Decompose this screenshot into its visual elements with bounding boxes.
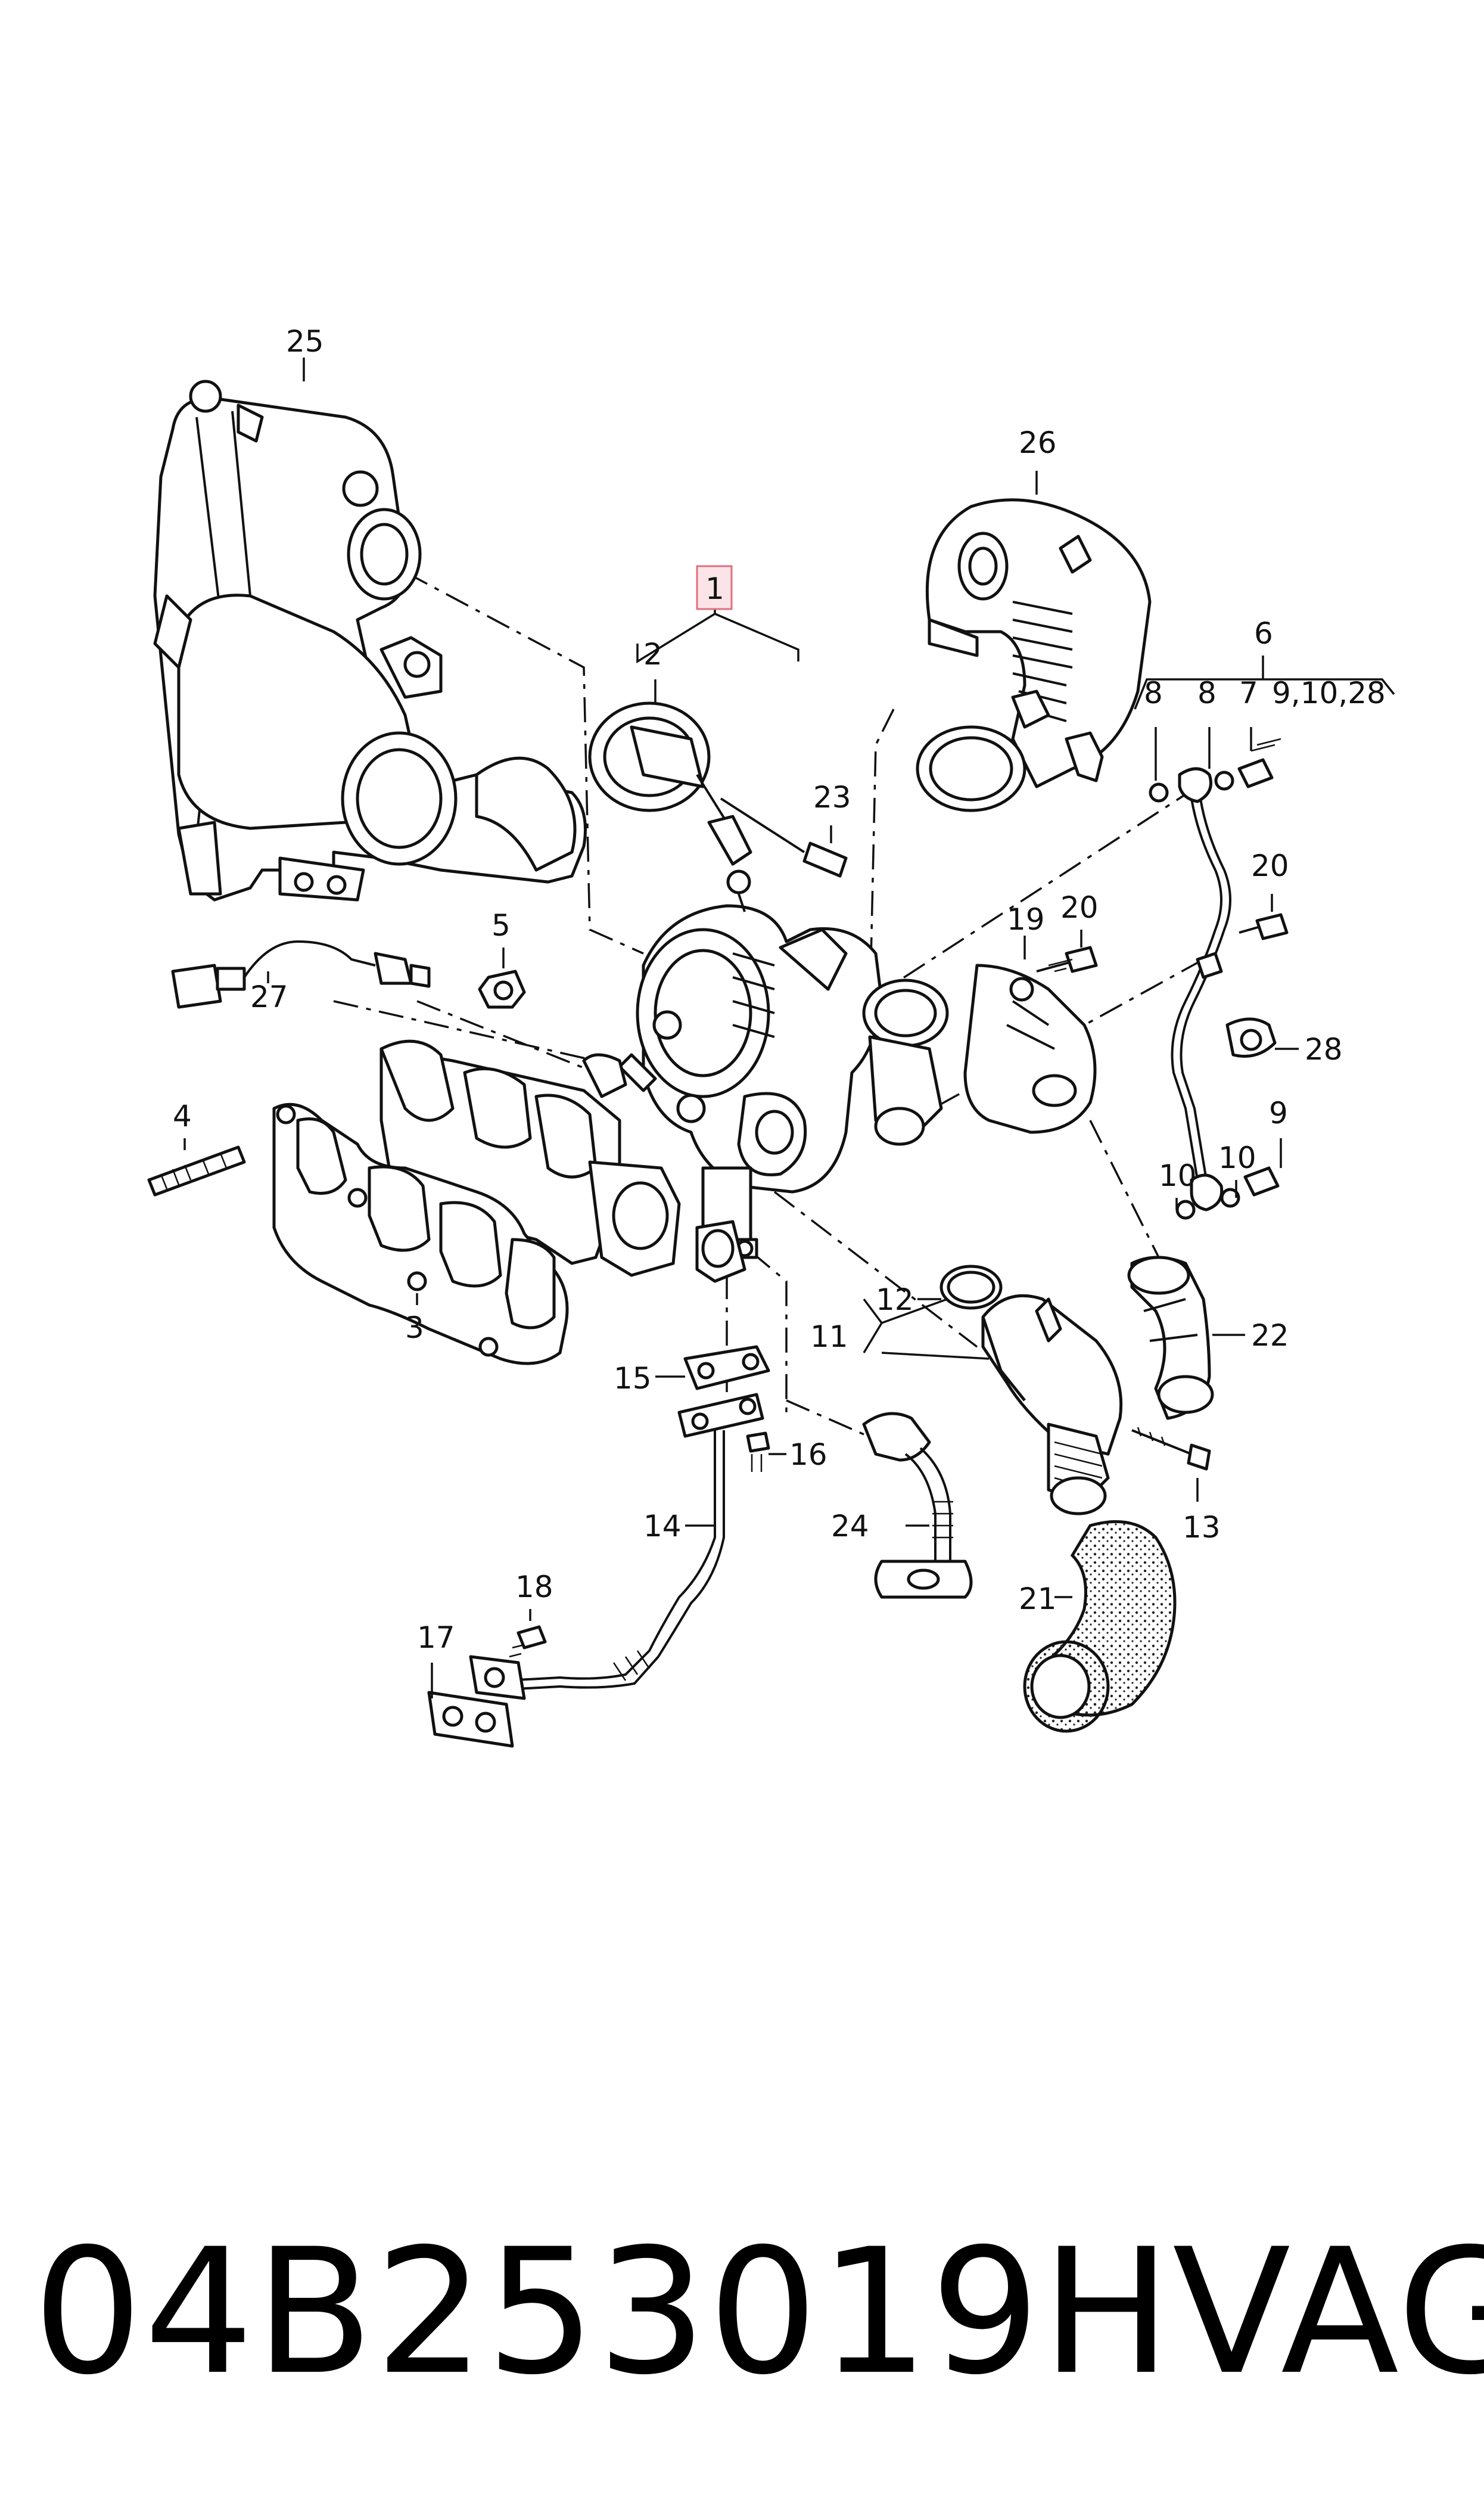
callout-9b: 9 bbox=[1269, 1096, 1288, 1130]
bolt-20-upper bbox=[1036, 946, 1098, 973]
manifold-gasket bbox=[272, 1102, 569, 1365]
callout-19: 19 bbox=[1007, 902, 1045, 937]
callout-6: 6 bbox=[1254, 616, 1273, 651]
callout-21: 21 bbox=[1019, 1582, 1057, 1616]
callout-10b: 10 bbox=[1159, 1158, 1197, 1193]
bolt-20-lower bbox=[1239, 913, 1289, 940]
highlight-box-1 bbox=[696, 565, 733, 610]
callout-23: 23 bbox=[813, 780, 851, 815]
hose-22 bbox=[1127, 1256, 1214, 1420]
charge-pipe bbox=[981, 1294, 1123, 1515]
callout-3: 3 bbox=[405, 1310, 424, 1345]
callout-28: 28 bbox=[1305, 1032, 1343, 1067]
callout-24: 24 bbox=[831, 1509, 869, 1543]
callout-16: 16 bbox=[789, 1437, 827, 1472]
callout-8b: 8 bbox=[1197, 676, 1217, 710]
brand-name: VAG bbox=[1172, 2211, 1484, 2413]
egr-pipe-24 bbox=[862, 1412, 973, 1599]
turbocharger bbox=[582, 904, 949, 1259]
callout-8a: 8 bbox=[1144, 676, 1163, 710]
oil-feed-line bbox=[1149, 738, 1281, 1220]
pin bbox=[720, 797, 848, 878]
exhaust-temperature-sensor bbox=[171, 940, 431, 1009]
assembly-lines bbox=[333, 571, 1204, 1443]
callout-1: 1 bbox=[705, 571, 724, 606]
callout-17: 17 bbox=[417, 1620, 455, 1655]
callout-18: 18 bbox=[515, 1570, 553, 1604]
intake-hose bbox=[916, 498, 1152, 812]
callout-14: 14 bbox=[643, 1509, 682, 1543]
oil-return-line bbox=[469, 1393, 764, 1700]
callout-26: 26 bbox=[1019, 425, 1057, 460]
callout-22: 22 bbox=[1251, 1318, 1289, 1353]
diesel-particulate-filter bbox=[153, 380, 587, 902]
callout-5: 5 bbox=[491, 908, 511, 943]
o-ring-12 bbox=[939, 1265, 1003, 1310]
boost-pressure-actuator bbox=[588, 701, 752, 912]
part-number: 04B253019H bbox=[33, 2211, 1173, 2413]
callout-4: 4 bbox=[173, 1099, 192, 1133]
bolt-13 bbox=[1131, 1427, 1211, 1471]
callout-2: 2 bbox=[643, 637, 662, 672]
callout-7: 7 bbox=[1239, 676, 1258, 710]
stud-4 bbox=[147, 1145, 246, 1197]
callout-15: 15 bbox=[614, 1361, 652, 1396]
heat-shield bbox=[963, 964, 1097, 1134]
bolt-18 bbox=[509, 1625, 547, 1658]
clip-28 bbox=[1225, 1017, 1277, 1058]
callout-11: 11 bbox=[810, 1319, 848, 1354]
callout-9-10-28: 9,10,28 bbox=[1272, 676, 1386, 710]
callout-20a: 20 bbox=[1060, 890, 1099, 925]
intercooler-hose bbox=[1023, 1520, 1177, 1733]
bolt-16 bbox=[746, 1431, 770, 1472]
callout-20b: 20 bbox=[1251, 849, 1289, 883]
bracket-6 bbox=[1134, 678, 1395, 710]
callout-25: 25 bbox=[286, 324, 324, 359]
callout-12: 12 bbox=[876, 1282, 914, 1317]
footer-caption: 04B253019H VAG bbox=[33, 2205, 1484, 2419]
callout-10a: 10 bbox=[1218, 1141, 1256, 1175]
bracket-11 bbox=[863, 1298, 990, 1360]
nut-5 bbox=[478, 970, 526, 1009]
gasket-17 bbox=[427, 1691, 514, 1748]
callout-27: 27 bbox=[250, 980, 288, 1014]
flange-15 bbox=[683, 1345, 770, 1390]
callout-13: 13 bbox=[1183, 1510, 1221, 1545]
